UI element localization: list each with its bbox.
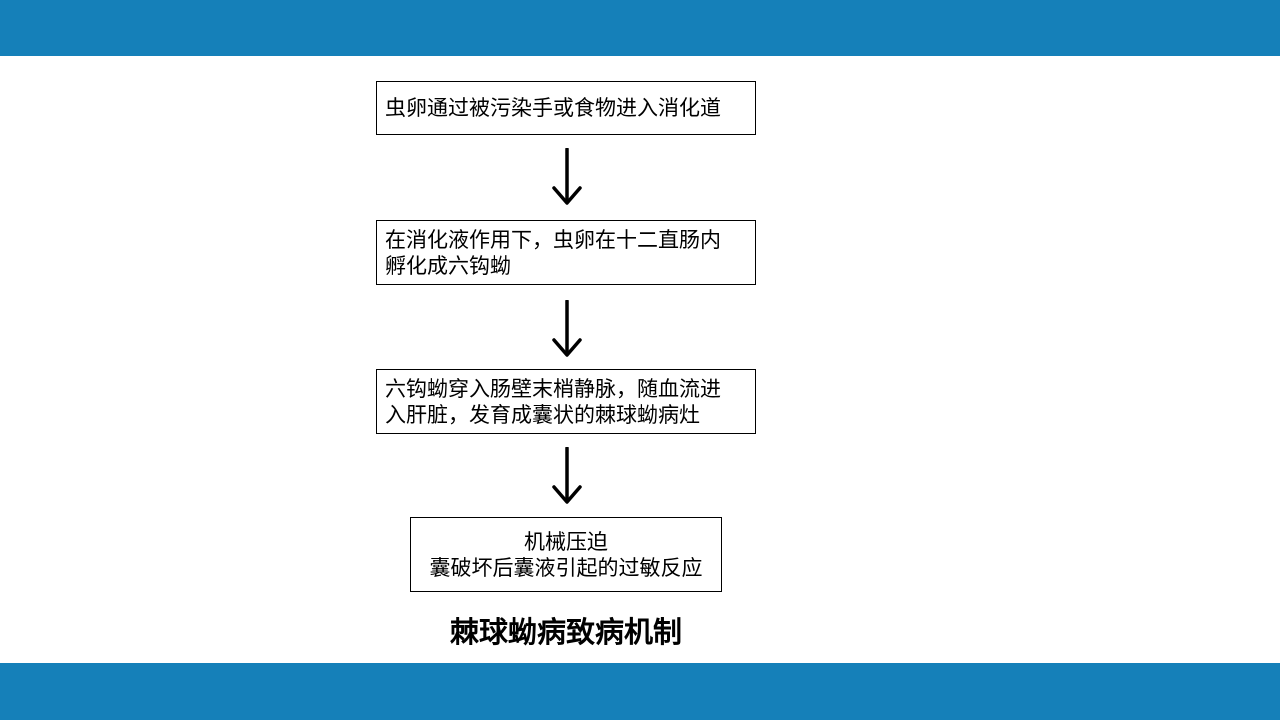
step-2-line-1: 在消化液作用下，虫卵在十二直肠内 [385,227,721,252]
down-arrow-icon [552,148,582,205]
bottom-band [0,663,1280,720]
step-3-line-2: 入肝脏，发育成囊状的棘球蚴病灶 [385,402,700,427]
down-arrow-icon [552,447,582,504]
flow-step-1: 虫卵通过被污染手或食物进入消化道 [376,81,756,135]
flow-step-3: 六钩蚴穿入肠壁末梢静脉，随血流进 入肝脏，发育成囊状的棘球蚴病灶 [376,369,756,434]
top-band [0,0,1280,56]
step-3-line-1: 六钩蚴穿入肠壁末梢静脉，随血流进 [385,376,721,401]
step-4-line-1: 机械压迫 [524,529,608,554]
flow-step-2: 在消化液作用下，虫卵在十二直肠内 孵化成六钩蚴 [376,220,756,285]
step-2-line-2: 孵化成六钩蚴 [385,253,511,278]
step-1-line-1: 虫卵通过被污染手或食物进入消化道 [385,96,721,120]
flow-step-4: 机械压迫 囊破坏后囊液引起的过敏反应 [410,517,722,592]
diagram-caption: 棘球蚴病致病机制 [449,615,682,649]
down-arrow-icon [552,300,582,357]
step-4-line-2: 囊破坏后囊液引起的过敏反应 [429,555,703,580]
